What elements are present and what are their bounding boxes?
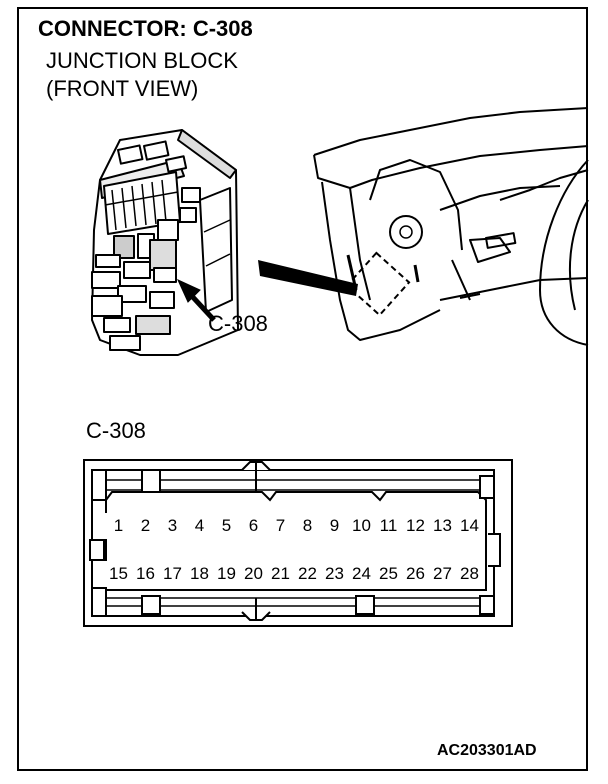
dashboard-illustration [313,107,589,346]
pin-cell: 7 [267,513,294,539]
pin-grid: 1 2 3 4 5 6 7 8 9 10 11 12 13 14 15 16 1… [105,513,487,589]
pin-cell: 10 [348,513,375,539]
junction-block-illustration [91,129,239,356]
pin-cell: 5 [213,513,240,539]
connector-title: CONNECTOR: C-308 [38,16,253,41]
pin-cell: 22 [294,561,321,587]
pin-cell: 26 [402,561,429,587]
pin-cell: 16 [132,561,159,587]
pin-cell: 13 [429,513,456,539]
pin-cell: 6 [240,513,267,539]
pin-cell: 18 [186,561,213,587]
junction-block-c308-label: C-308 [208,311,268,336]
pin-cell: 27 [429,561,456,587]
pin-cell: 15 [105,561,132,587]
c308-pointer-arrow [176,278,216,322]
pin-cell: 1 [105,513,132,539]
connector-face-label: C-308 [86,418,146,443]
pin-cell: 20 [240,561,267,587]
view-caption: (FRONT VIEW) [46,76,199,101]
pin-cell: 11 [375,513,402,539]
location-wedge-pointer [258,260,358,296]
connector-location-marker [345,251,411,317]
pin-cell: 2 [132,513,159,539]
pin-cell: 17 [159,561,186,587]
pin-cell: 9 [321,513,348,539]
pin-cell: 4 [186,513,213,539]
pin-cell: 12 [402,513,429,539]
junction-block-caption: JUNCTION BLOCK [46,48,238,73]
pin-cell: 14 [456,513,483,539]
pin-cell: 28 [456,561,483,587]
pin-cell: 23 [321,561,348,587]
figure-frame [17,7,588,771]
pin-cell: 24 [348,561,375,587]
pin-cell: 21 [267,561,294,587]
figure-code: AC203301AD [437,742,537,759]
pin-cell: 19 [213,561,240,587]
pin-cell: 25 [375,561,402,587]
pin-cell: 3 [159,513,186,539]
pin-cell: 8 [294,513,321,539]
